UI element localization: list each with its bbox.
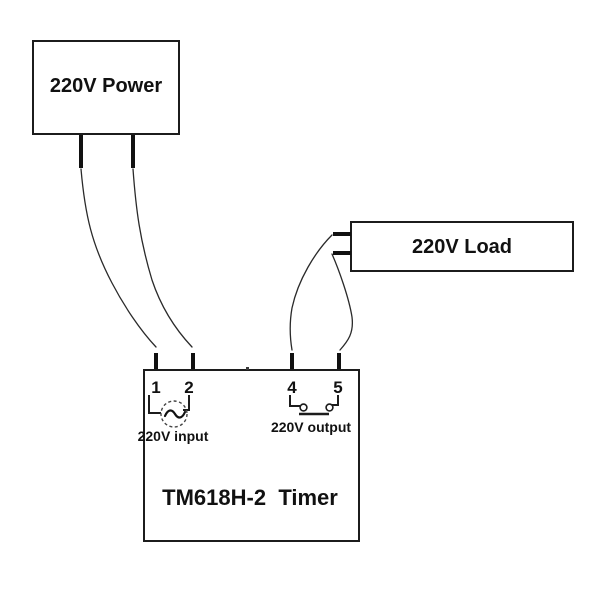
open-contact-icon	[289, 395, 339, 416]
ac-circle-icon	[160, 400, 188, 428]
load-box-label: 220V Load	[412, 236, 512, 258]
wire-power-to-terminal2	[132, 168, 193, 348]
ac-wave-icon	[163, 409, 187, 419]
wire-load-to-terminal4	[289, 234, 333, 351]
terminal-1-bracket	[148, 395, 161, 414]
terminal-5-bracket	[332, 395, 339, 406]
terminal-1-label: 1	[151, 378, 160, 397]
wires	[80, 168, 354, 351]
wire-load-to-terminal5	[331, 253, 354, 351]
terminal-2-bracket	[183, 395, 190, 411]
load-box: 220V Load	[333, 221, 574, 272]
power-box-outline	[32, 40, 180, 135]
load-box-outline	[350, 221, 574, 272]
output-label: 220V output	[271, 419, 351, 435]
timer-title: TM618H-2 Timer	[162, 485, 338, 510]
wire-power-to-terminal1	[80, 168, 157, 348]
input-label: 220V input	[138, 428, 209, 444]
terminal-4-label: 4	[287, 378, 297, 397]
ac-source-icon	[148, 395, 190, 428]
contact-dot-right	[325, 403, 334, 412]
terminal-4-bracket	[289, 395, 300, 407]
timer-box: 1 2 4 5 220V input 220V output	[138, 353, 360, 542]
terminal-2-label: 2	[184, 378, 193, 397]
contact-dot-left	[299, 403, 308, 412]
power-box: 220V Power	[32, 40, 180, 168]
timer-box-outline	[143, 369, 360, 542]
artifact-dot	[246, 367, 249, 370]
terminal-5-label: 5	[333, 378, 342, 397]
power-box-label: 220V Power	[50, 75, 163, 97]
